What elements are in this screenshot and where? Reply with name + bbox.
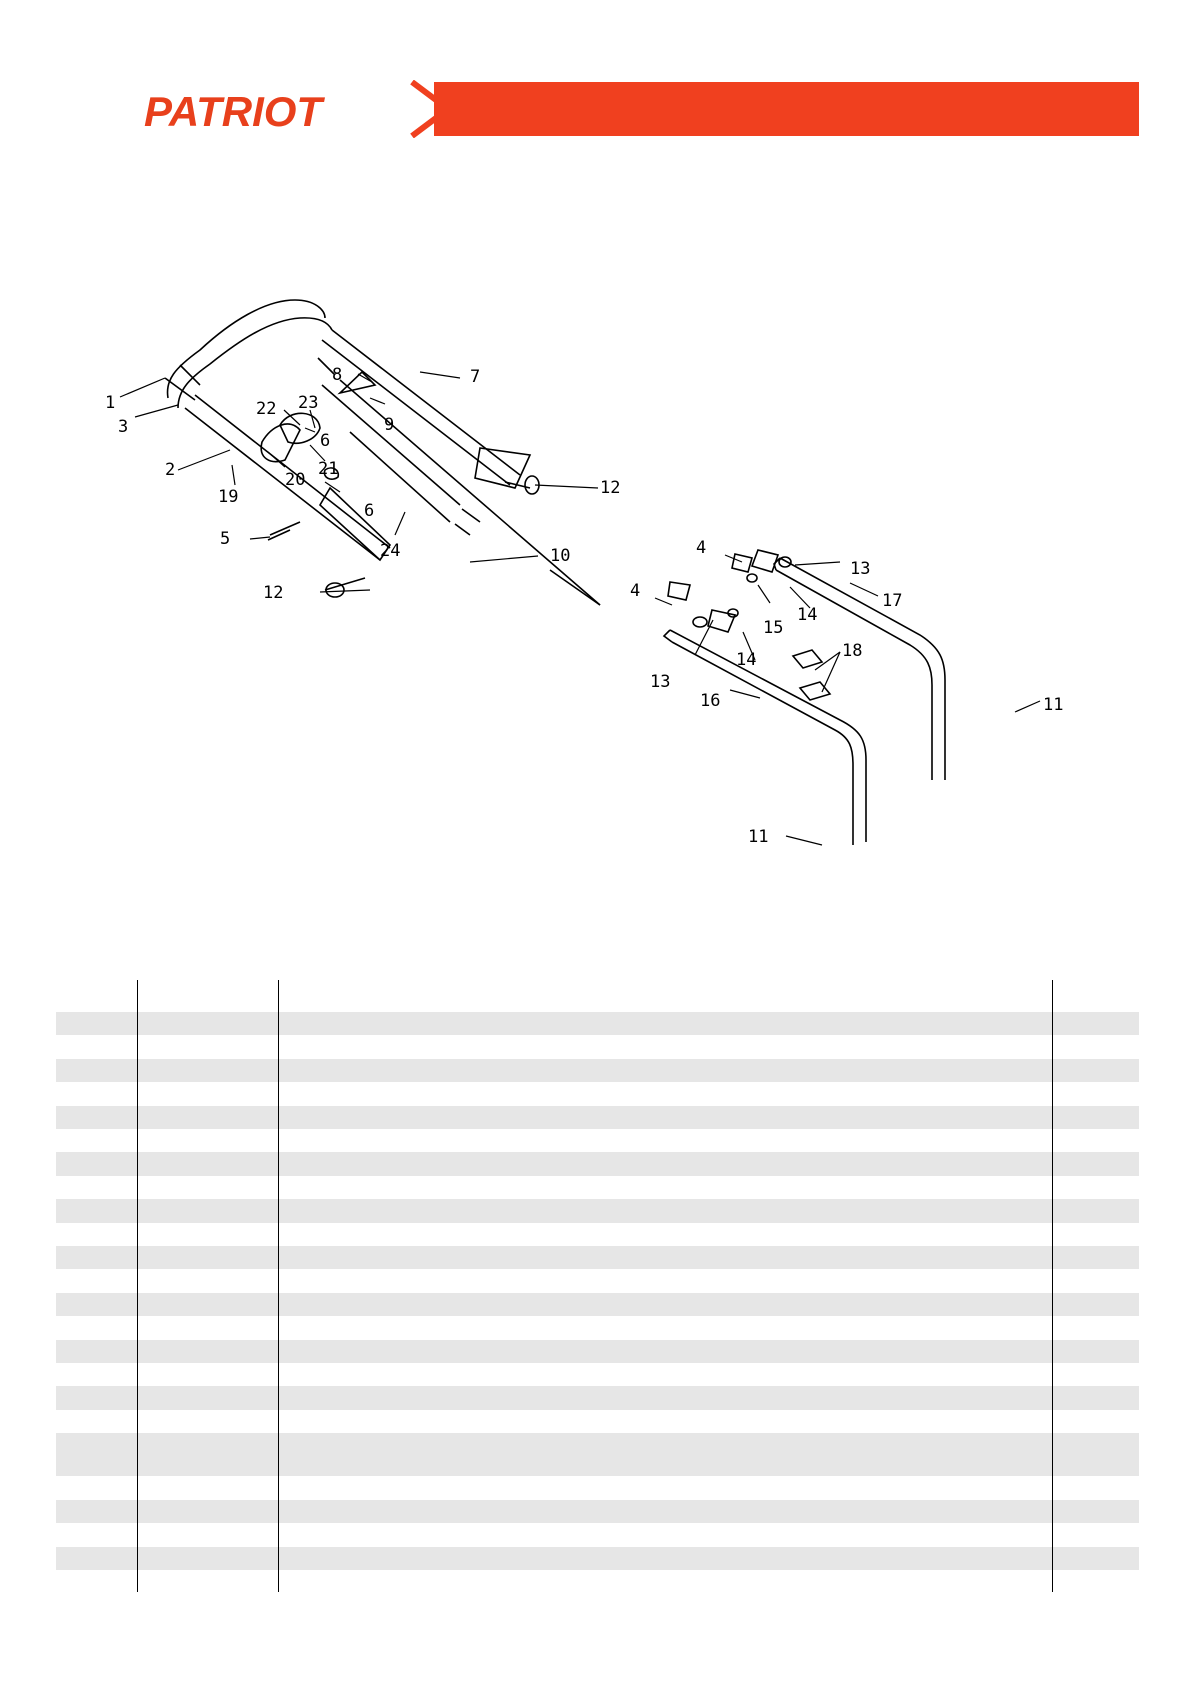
callout-4a: 4 bbox=[696, 538, 706, 558]
callout-16: 16 bbox=[700, 691, 720, 711]
table-row bbox=[56, 1316, 1139, 1339]
callout-10: 10 bbox=[550, 546, 570, 566]
callout-22: 22 bbox=[256, 399, 276, 419]
table-row bbox=[56, 1546, 1139, 1571]
callout-20: 20 bbox=[285, 470, 305, 490]
callout-6b: 6 bbox=[364, 501, 374, 521]
callout-19: 19 bbox=[218, 487, 238, 507]
callout-23: 23 bbox=[298, 393, 318, 413]
callout-13a: 13 bbox=[850, 559, 870, 579]
table-row bbox=[56, 1129, 1139, 1152]
callout-14a: 14 bbox=[797, 605, 817, 625]
logo-text: PATRIOT bbox=[144, 88, 325, 132]
table-column-divider-3 bbox=[1052, 980, 1053, 1592]
callout-2: 2 bbox=[165, 460, 175, 480]
callout-24: 24 bbox=[380, 541, 400, 561]
table-row bbox=[56, 1476, 1139, 1499]
table-row bbox=[56, 1105, 1139, 1129]
table-row bbox=[56, 1523, 1139, 1546]
exploded-parts-diagram: 1 2 3 4 4 5 6 6 7 8 9 10 11 11 12 12 13 … bbox=[105, 299, 1063, 847]
callout-8: 8 bbox=[332, 365, 342, 385]
patriot-logo: PATRIOT bbox=[144, 88, 325, 132]
table-row bbox=[56, 1433, 1139, 1477]
callout-6a: 6 bbox=[320, 431, 330, 451]
table-row bbox=[56, 1246, 1139, 1270]
callout-1: 1 bbox=[105, 393, 115, 413]
parts-table bbox=[56, 980, 1139, 1592]
callout-13b: 13 bbox=[650, 672, 670, 692]
callout-15: 15 bbox=[763, 618, 783, 638]
table-row bbox=[56, 1152, 1139, 1176]
header-band bbox=[434, 82, 1139, 136]
callout-12a: 12 bbox=[600, 478, 620, 498]
callout-5: 5 bbox=[220, 529, 230, 549]
table-row bbox=[56, 1363, 1139, 1386]
table-row bbox=[56, 1499, 1139, 1524]
callout-3: 3 bbox=[118, 417, 128, 437]
table-row bbox=[56, 1269, 1139, 1292]
callout-11b: 11 bbox=[748, 827, 768, 847]
table-row bbox=[56, 1410, 1139, 1433]
table-row bbox=[56, 1012, 1139, 1036]
callout-7: 7 bbox=[470, 367, 480, 387]
callout-4b: 4 bbox=[630, 581, 640, 601]
table-row bbox=[56, 1035, 1139, 1058]
callout-14b: 14 bbox=[736, 650, 756, 670]
callout-9: 9 bbox=[384, 415, 394, 435]
callout-21: 21 bbox=[318, 459, 338, 479]
table-row bbox=[56, 1292, 1139, 1317]
table-row bbox=[56, 1570, 1139, 1593]
table-row bbox=[56, 1058, 1139, 1083]
callout-11a: 11 bbox=[1043, 695, 1063, 715]
table-row bbox=[56, 1223, 1139, 1246]
table-row bbox=[56, 1386, 1139, 1410]
table-row bbox=[56, 1176, 1139, 1199]
callout-12b: 12 bbox=[263, 583, 283, 603]
table-row bbox=[56, 1199, 1139, 1223]
callout-17: 17 bbox=[882, 591, 902, 611]
table-column-divider-2 bbox=[278, 980, 279, 1592]
callout-18: 18 bbox=[842, 641, 862, 661]
table-row bbox=[56, 1339, 1139, 1363]
table-row bbox=[56, 1082, 1139, 1105]
table-column-divider-1 bbox=[137, 980, 138, 1592]
